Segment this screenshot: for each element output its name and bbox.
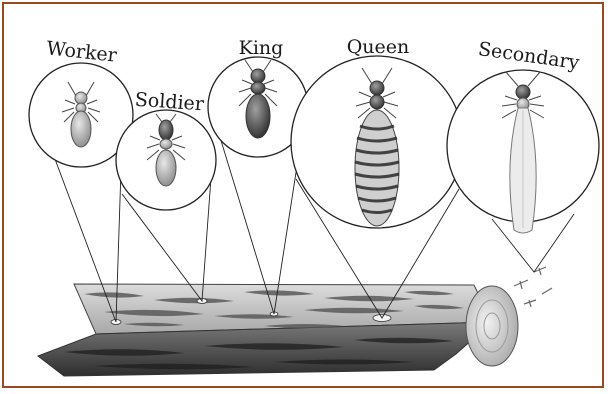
label-secondary: Secondary [477,38,581,74]
label-soldier: Soldier [134,89,205,116]
wooden-log [38,284,518,376]
flying-termites [514,267,552,307]
label-king: King [239,37,284,59]
termite-caste-diagram: Worker Soldier King Queen Secondary [4,4,604,388]
secondary-callout [447,70,599,233]
diagram-frame: Worker Soldier King Queen Secondary [2,2,604,388]
queen-callout [291,56,463,228]
label-worker: Worker [45,37,118,66]
soldier-callout [116,110,216,210]
label-queen: Queen [347,36,410,58]
